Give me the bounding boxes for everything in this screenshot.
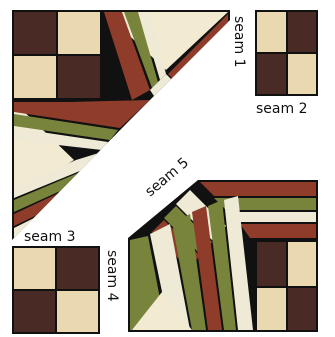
four-patch-top-right bbox=[255, 10, 318, 96]
seam-4-label: seam 4 bbox=[104, 250, 120, 302]
seam-3-label: seam 3 bbox=[24, 229, 75, 245]
four-patch-bottom-left bbox=[12, 246, 100, 334]
four-patch-top-left bbox=[12, 10, 102, 100]
four-patch-bottom-right bbox=[255, 240, 318, 332]
seam-1-label: seam 1 bbox=[231, 16, 247, 67]
seam-2-label: seam 2 bbox=[256, 101, 307, 117]
